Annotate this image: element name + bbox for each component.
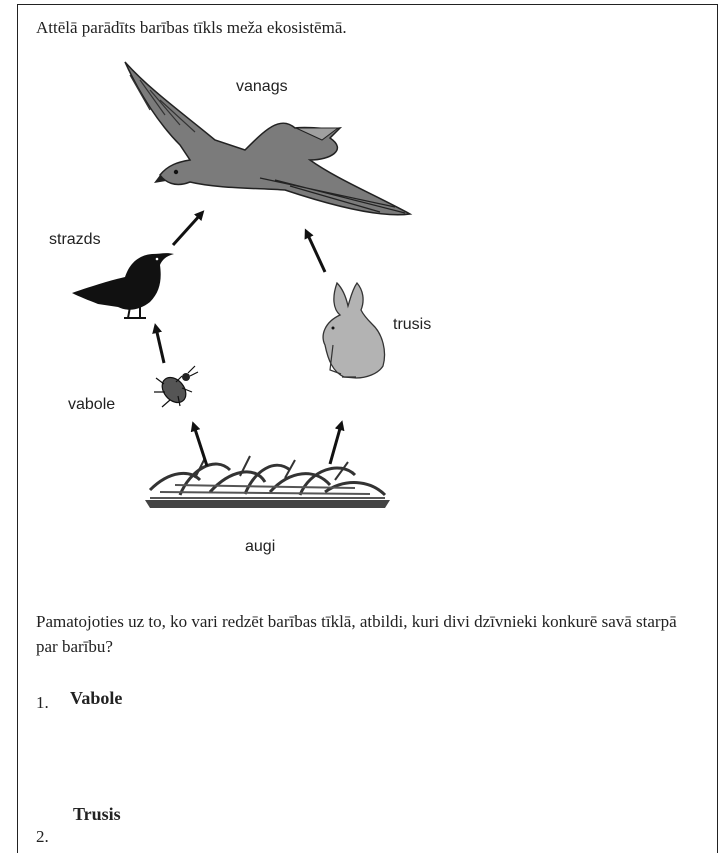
question-text: Pamatojoties uz to, ko vari redzēt barīb…: [36, 609, 696, 659]
plants-illustration: [145, 456, 390, 508]
arrow-rabbit-to-hawk: [307, 233, 325, 272]
thrush-label: strazds: [49, 231, 101, 249]
answer-number-1: 1.: [36, 693, 49, 713]
arrow-plants-to-rabbit: [330, 425, 341, 464]
arrow-plants-to-beetle: [194, 426, 207, 466]
answer-text-1: Vabole: [70, 688, 122, 709]
plants-label: augi: [245, 538, 275, 556]
answer-text-2: Trusis: [73, 804, 121, 825]
arrow-beetle-to-thrush: [156, 328, 164, 363]
rabbit-illustration: [323, 283, 384, 378]
thrush-illustration: [72, 253, 174, 318]
beetle-label: vabole: [68, 396, 115, 414]
arrow-thrush-to-hawk: [173, 214, 201, 245]
answer-number-2: 2.: [36, 827, 49, 847]
rabbit-label: trusis: [393, 316, 431, 334]
beetle-illustration: [154, 366, 198, 407]
hawk-label: vanags: [236, 78, 288, 96]
